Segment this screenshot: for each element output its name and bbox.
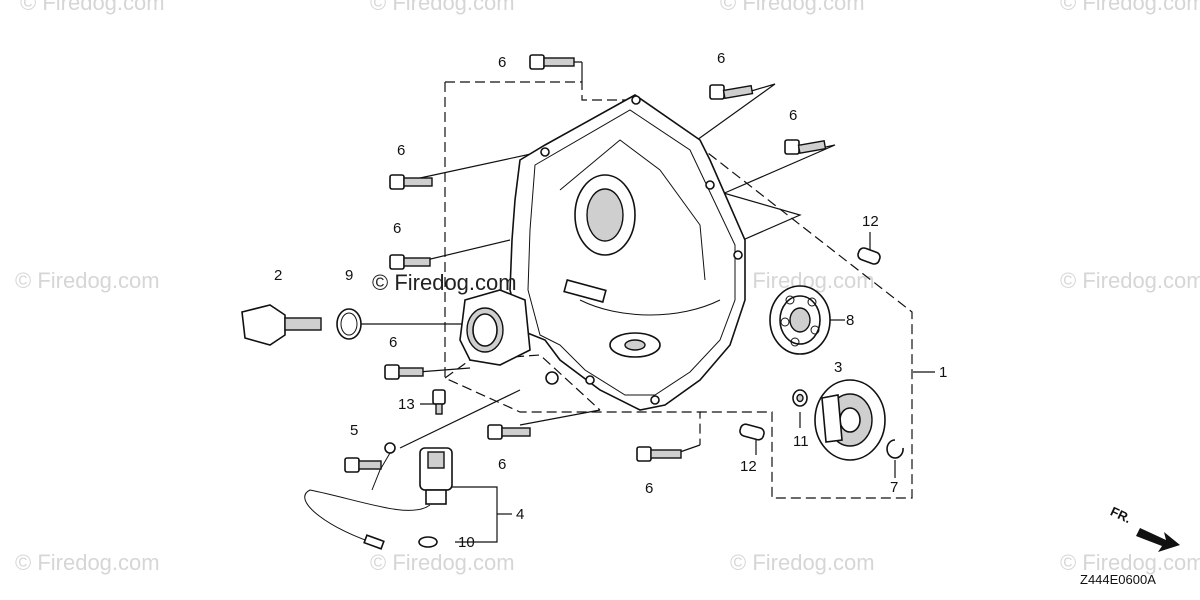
flange-bolt bbox=[709, 84, 754, 100]
flange-bolt bbox=[487, 424, 531, 440]
ground-terminal bbox=[371, 442, 396, 491]
callout-13: 13 bbox=[398, 396, 415, 413]
callout-6: 6 bbox=[645, 480, 653, 497]
watermark-text: © Firedog.com bbox=[1060, 550, 1200, 575]
watermark-text: © Firedog.com bbox=[15, 550, 160, 575]
callout-3: 3 bbox=[834, 359, 842, 376]
watermark-text: © Firedog.com bbox=[720, 0, 865, 15]
callout-9: 9 bbox=[345, 267, 353, 284]
callout-6: 6 bbox=[498, 456, 506, 473]
callout-7: 7 bbox=[890, 479, 898, 496]
flange-bolt bbox=[784, 139, 827, 155]
front-arrow-icon bbox=[1136, 528, 1180, 552]
callout-6: 6 bbox=[717, 50, 725, 67]
callout-11: 11 bbox=[793, 433, 809, 450]
flange-bolt bbox=[636, 446, 682, 462]
bearing bbox=[769, 285, 831, 355]
dowel-pin bbox=[739, 423, 765, 441]
callout-12: 12 bbox=[740, 458, 757, 475]
flange-bolt bbox=[384, 364, 424, 380]
watermark-layer: © Firedog.com © Firedog.com © Firedog.co… bbox=[15, 0, 1200, 575]
o-ring bbox=[336, 308, 362, 340]
oil-plug bbox=[241, 304, 322, 346]
callout-2: 2 bbox=[274, 267, 282, 284]
sealing-washer bbox=[418, 536, 438, 548]
watermark-text: © Firedog.com bbox=[370, 550, 515, 575]
watermark-text: © Firedog.com bbox=[20, 0, 165, 15]
callout-6: 6 bbox=[393, 220, 401, 237]
bolt bbox=[432, 389, 446, 415]
callout-4: 4 bbox=[516, 506, 524, 523]
main-case-cover bbox=[459, 94, 746, 411]
watermark-text: © Firedog.com bbox=[1060, 268, 1200, 293]
callout-6: 6 bbox=[397, 142, 405, 159]
watermark-center: © Firedog.com bbox=[372, 270, 517, 295]
circlip bbox=[886, 439, 904, 459]
flange-bolt bbox=[529, 54, 575, 70]
front-indicator: FR. bbox=[1108, 504, 1180, 552]
washer bbox=[792, 389, 808, 407]
flange-bolt bbox=[389, 174, 433, 190]
dowel-pin bbox=[857, 247, 881, 265]
callout-5: 5 bbox=[350, 422, 358, 439]
callout-labels: 6 6 6 6 6 6 6 6 2 9 12 8 1 3 11 12 7 13 … bbox=[274, 50, 947, 551]
callout-12: 12 bbox=[862, 213, 879, 230]
diagram-code: Z444E0600A bbox=[1080, 572, 1156, 587]
oil-level-sensor bbox=[304, 447, 453, 550]
callout-6: 6 bbox=[789, 107, 797, 124]
callout-10: 10 bbox=[458, 534, 475, 551]
watermark-text: © Firedog.com bbox=[15, 268, 160, 293]
gear bbox=[814, 379, 886, 461]
watermark-text: © Firedog.com bbox=[370, 0, 515, 15]
callout-6: 6 bbox=[498, 54, 506, 71]
callout-1: 1 bbox=[939, 364, 947, 381]
screw bbox=[344, 457, 382, 473]
watermark-text: © Firedog.com bbox=[730, 550, 875, 575]
front-label: FR. bbox=[1108, 504, 1133, 526]
flange-bolt bbox=[389, 254, 431, 270]
callout-8: 8 bbox=[846, 312, 854, 329]
watermark-text: © Firedog.com bbox=[1060, 0, 1200, 15]
callout-6: 6 bbox=[389, 334, 397, 351]
